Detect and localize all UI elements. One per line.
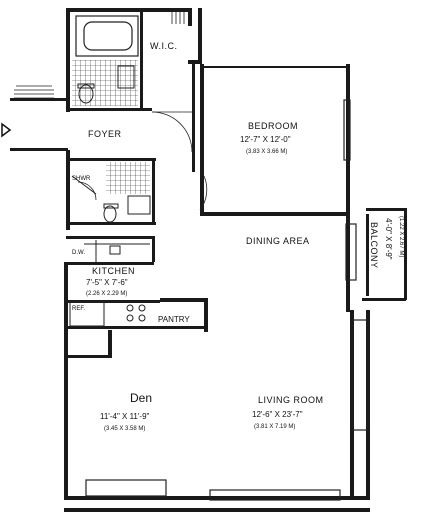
balcony-metric: (1.22 X 2.67 M) bbox=[398, 216, 404, 258]
den-metric: (3.45 X 3.58 M) bbox=[104, 426, 146, 432]
kitchen-metric: (2.26 X 2.29 M) bbox=[86, 291, 128, 297]
shower-label: SHWR bbox=[72, 176, 91, 182]
kitchen-dimensions: 7'-5" X 7'-6" bbox=[86, 278, 128, 287]
living-room-metric: (3.81 X 7.19 M) bbox=[254, 424, 296, 430]
living-room-label: LIVING ROOM bbox=[258, 395, 324, 405]
bedroom-metric: (3.83 X 3.66 M) bbox=[246, 149, 288, 155]
balcony-label: BALCONY bbox=[369, 222, 379, 269]
tiled-floors bbox=[72, 60, 150, 194]
den-label: Den bbox=[130, 391, 153, 405]
wic-label: W.I.C. bbox=[150, 41, 178, 51]
den-dimensions: 11'-4" X 11'-9" bbox=[100, 412, 150, 421]
foyer-label: FOYER bbox=[88, 129, 122, 139]
entry-arrow bbox=[1, 122, 12, 138]
dining-area-label: DINING AREA bbox=[246, 236, 310, 246]
dishwasher-label: D.W. bbox=[72, 250, 85, 256]
bathtub bbox=[75, 15, 139, 57]
bedroom-dimensions: 12'-7" X 12'-0" bbox=[240, 135, 291, 144]
refrigerator-label: REF. bbox=[72, 306, 86, 312]
balcony-dimensions: 4'-0" X 8'-9" bbox=[384, 218, 393, 260]
living-room-dimensions: 12'-6" X 23'-7" bbox=[252, 410, 303, 419]
fixtures bbox=[69, 65, 151, 327]
stairs bbox=[14, 12, 185, 99]
kitchen-label: KITCHEN bbox=[92, 266, 136, 276]
bedroom-label: BEDROOM bbox=[248, 121, 299, 131]
door-swings bbox=[77, 111, 208, 211]
window-frames bbox=[85, 99, 369, 501]
pantry-label: PANTRY bbox=[158, 315, 190, 324]
walls bbox=[10, 8, 407, 512]
